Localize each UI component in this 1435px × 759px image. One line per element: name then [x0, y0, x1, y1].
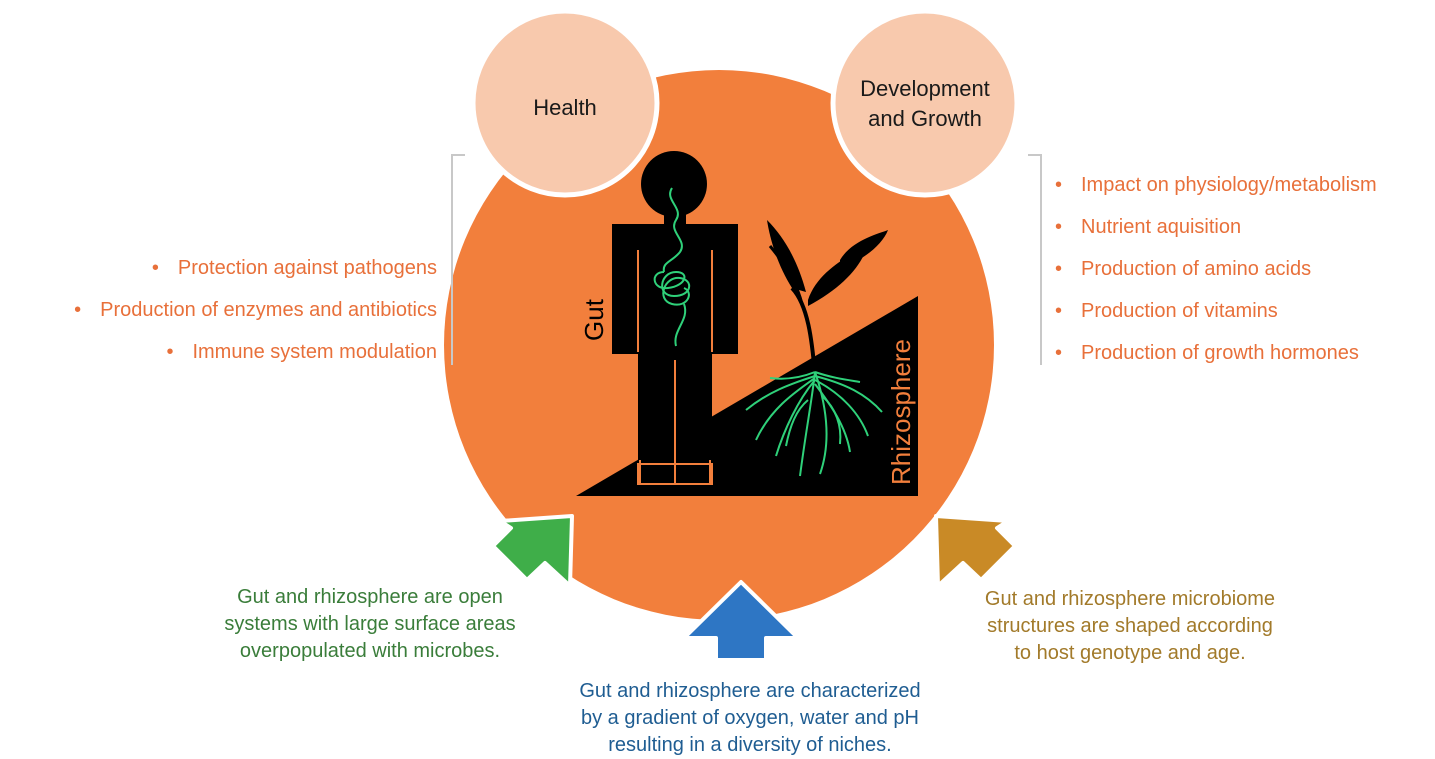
list-item: Immune system modulation [74, 331, 437, 373]
development-label-line1: Development [860, 76, 990, 101]
blue-caption-line: Gut and rhizosphere are characterized [579, 680, 921, 702]
gold-caption-line: structures are shaped according [987, 615, 1273, 637]
gold-arrow [934, 514, 1017, 588]
blue-caption: Gut and rhizosphere are characterized by… [520, 678, 980, 759]
gold-caption-line: Gut and rhizosphere microbiome [984, 588, 1276, 610]
health-label: Health [533, 95, 597, 120]
development-circle [830, 8, 1020, 198]
gold-caption-line: to host genotype and age. [1014, 642, 1246, 664]
list-item: Nutrient aquisition [1055, 206, 1377, 248]
blue-arrow [682, 580, 800, 662]
list-item: Production of vitamins [1055, 290, 1377, 332]
human-outline-details [637, 250, 713, 485]
rhizosphere-label: Rhizosphere [886, 339, 916, 485]
list-item: Impact on physiology/metabolism [1055, 164, 1377, 206]
human-silhouette-icon [612, 151, 738, 484]
growth-benefits-list: Impact on physiology/metabolism Nutrient… [1055, 164, 1377, 374]
gut-intestine-icon [653, 187, 690, 347]
list-item: Production of enzymes and antibiotics [74, 289, 437, 331]
green-caption-line: Gut and rhizosphere are open [237, 586, 503, 608]
blue-caption-line: by a gradient of oxygen, water and pH [581, 707, 919, 729]
right-bracket [1028, 154, 1042, 365]
development-label: Development and Growth [845, 74, 1005, 134]
left-bracket [451, 154, 465, 365]
list-item: Production of amino acids [1055, 248, 1377, 290]
roots-icon [745, 371, 883, 477]
gold-caption: Gut and rhizosphere microbiome structure… [920, 586, 1340, 667]
gut-label: Gut [579, 298, 609, 341]
development-label-line2: and Growth [868, 106, 982, 131]
green-arrow [491, 514, 574, 588]
plant-icon [767, 220, 888, 376]
health-circle [470, 8, 660, 198]
green-caption-line: overpopulated with microbes. [239, 640, 501, 662]
green-caption: Gut and rhizosphere are open systems wit… [160, 584, 580, 665]
list-item: Production of growth hormones [1055, 332, 1377, 374]
list-item: Protection against pathogens [74, 247, 437, 289]
green-caption-line: systems with large surface areas [224, 613, 516, 635]
health-benefits-list: Protection against pathogens Production … [74, 247, 437, 373]
blue-caption-line: resulting in a diversity of niches. [608, 734, 892, 756]
